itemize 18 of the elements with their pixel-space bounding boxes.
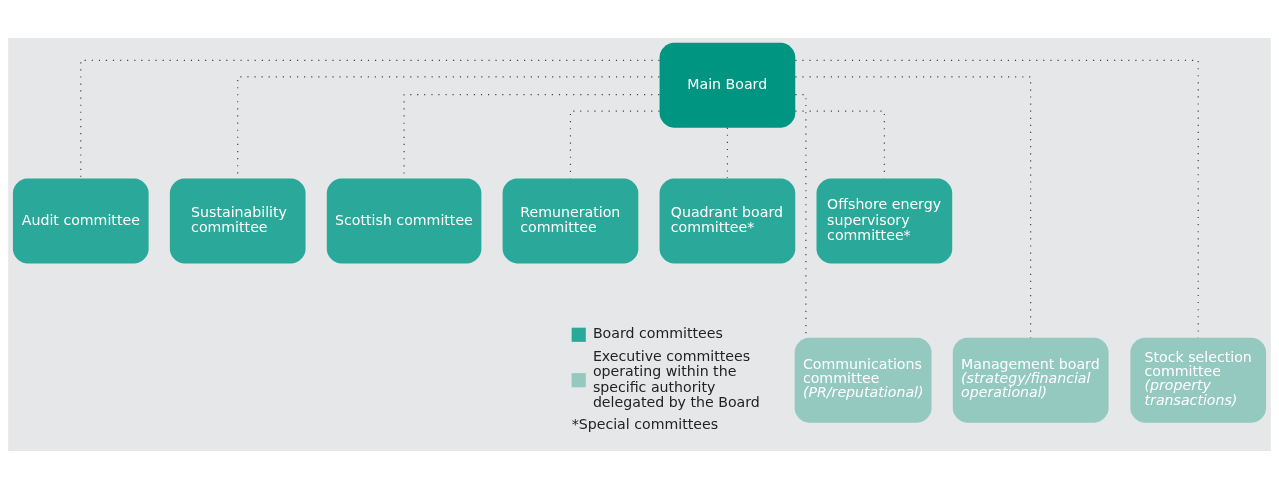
node-box: Communications committee (PR/reputational) — [794, 337, 932, 423]
connector — [80, 59, 660, 179]
node-box: Main Board — [659, 42, 796, 128]
node-box: Stock selection committee (property transactions) — [1130, 337, 1267, 423]
legend-label: Board committees — [592, 324, 723, 341]
node-box: Offshore energy supervisory committee* — [816, 177, 953, 263]
connector — [237, 75, 660, 179]
legend-label: Executive committees operating within the specific authority delegated by the Board — [592, 347, 760, 410]
node-box: Sustainability committee — [169, 177, 306, 263]
node-box: Quadrant board committee* — [659, 177, 796, 263]
connector — [794, 75, 1032, 338]
node-box: Scottish committee — [326, 177, 482, 263]
connector — [403, 93, 660, 179]
node-box: Management board (strategy/financial operational) — [952, 337, 1109, 423]
connector — [794, 59, 1199, 338]
node-box: Audit committee — [12, 177, 149, 263]
label: *Special committees — [571, 415, 719, 432]
node-box: Remuneration committee — [502, 177, 639, 263]
